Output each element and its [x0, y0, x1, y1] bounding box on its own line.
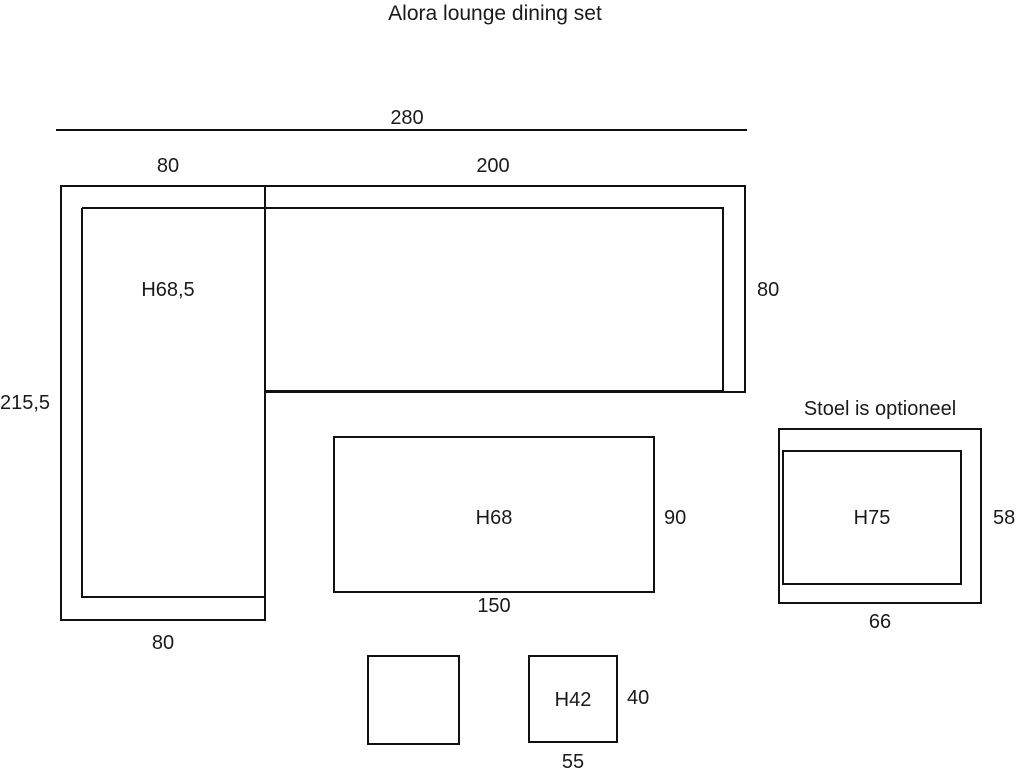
- stool-left-shape: [367, 655, 460, 745]
- dimension-label-arm-depth: 80: [757, 279, 780, 301]
- chair-height-label: H75: [853, 507, 891, 529]
- chair-optional-note: Stoel is optioneel: [803, 398, 957, 420]
- dimension-label-chaise-width: 200: [476, 155, 510, 177]
- dimension-label-foot-width: 80: [151, 632, 175, 654]
- dining-table-shape: [333, 436, 655, 593]
- dimension-label-stool-depth: 40: [627, 687, 650, 709]
- stool-right-shape: [528, 655, 618, 743]
- dimension-label-overall-width: 280: [390, 107, 424, 129]
- corner-sofa-inner-path-top: [82, 207, 724, 392]
- dimension-label-chair-width: 66: [868, 611, 892, 633]
- dimension-label-table-depth: 90: [664, 507, 687, 529]
- page-title: Alora lounge dining set: [388, 2, 602, 25]
- dimension-label-chair-depth: 58: [993, 507, 1016, 529]
- corner-sofa-height-label: H68,5: [141, 279, 195, 301]
- dimension-label-table-width: 150: [477, 595, 511, 617]
- corner-sofa-inner-path-left: [81, 208, 265, 598]
- chair-outer-shape: [778, 428, 982, 604]
- stool-right-height-label: H42: [554, 689, 592, 711]
- dimension-label-overall-depth: 215,5: [0, 392, 51, 414]
- dimension-label-stool-width: 55: [561, 751, 585, 772]
- chair-inner-shape: [782, 450, 962, 585]
- dimension-line-overall-width: [56, 129, 747, 131]
- dimension-label-arm-width: 80: [156, 155, 180, 177]
- dining-table-height-label: H68: [475, 507, 513, 529]
